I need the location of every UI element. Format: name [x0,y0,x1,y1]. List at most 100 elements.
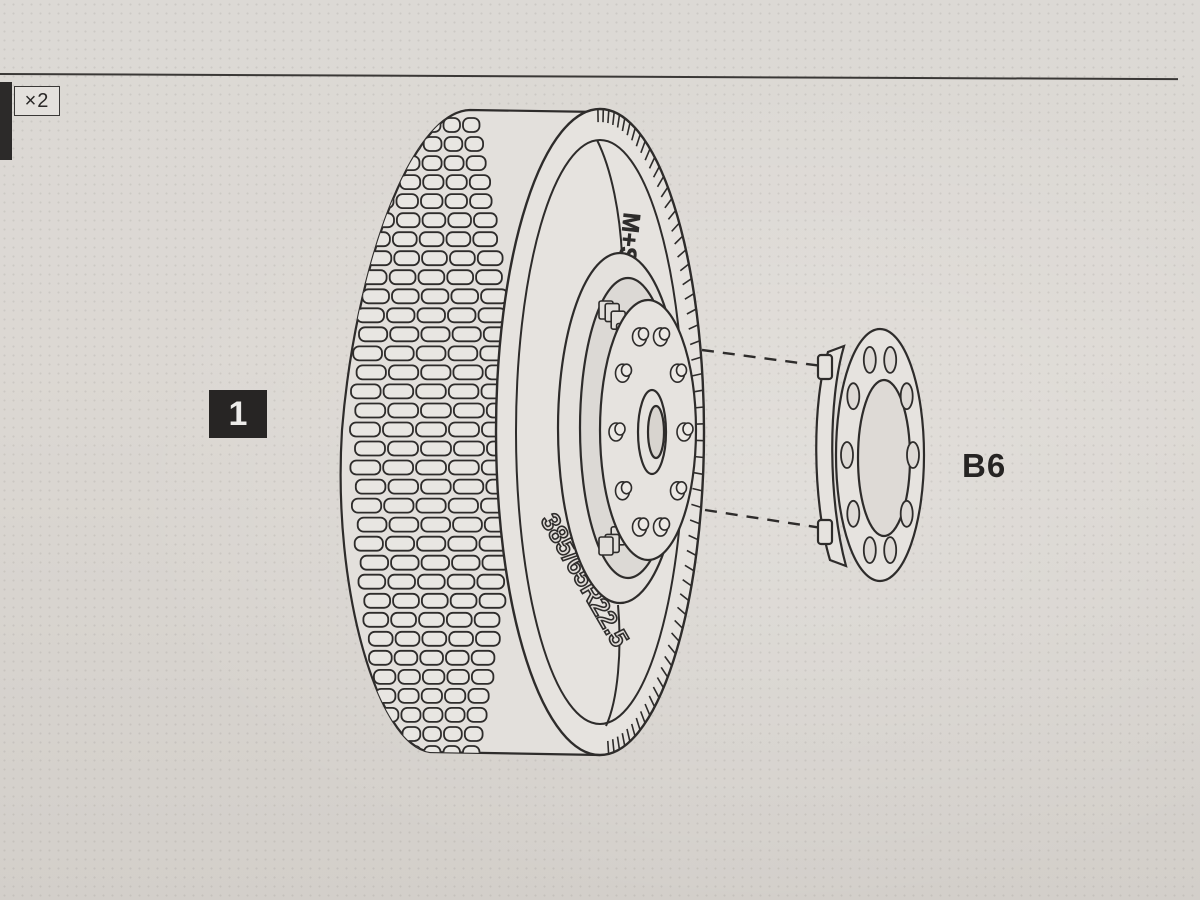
cap-hole [862,345,877,374]
tread-block [387,573,416,590]
tread-block [394,630,421,647]
sidewall-ridge [644,148,651,161]
sidewall-ridge [607,110,610,124]
tread-block [420,364,452,381]
tread-block [416,307,446,324]
sidewall-ridge [689,340,701,346]
sidewall-ridge [677,249,687,258]
tread-block [380,726,401,742]
sidewall-ridge [688,324,699,330]
tread-block [391,288,420,305]
sidewall-ridge [682,579,692,587]
tread-block [447,535,478,552]
tread-block [362,611,390,628]
lug-nut-cap [682,422,694,436]
sidewall-ridge [693,471,704,476]
tread-block [452,516,483,533]
sidewall-ridge [607,740,610,754]
tread-block [451,554,481,571]
tread-block [400,707,422,723]
tread-block [350,383,382,400]
tread-block [368,649,393,666]
tread-block [403,117,422,133]
sidewall-ridge [684,292,695,300]
sidewall-ridge [635,133,642,147]
cap-hole [899,499,914,528]
tread-block [452,402,485,419]
tread-block [444,688,467,704]
tread-block [367,630,394,647]
lug-nut-cap [620,363,633,378]
tread-block [447,383,480,400]
sidewall-ridge [660,186,669,198]
lug-nuts [608,327,694,537]
tread-block [363,592,391,609]
tread-block [445,231,472,248]
tread-block [384,117,403,133]
sidewall-ridge [676,606,687,616]
tread-block [451,326,482,343]
tread-block [421,212,447,229]
tread-block [354,478,387,495]
sidewall-ridge [674,235,684,245]
tread-block [447,345,479,362]
sidewall-ridge [648,695,656,708]
sidewall-ridges [597,109,705,754]
tread-block [349,421,381,438]
lug-nut-cap [675,363,688,378]
sidewall-ridge [626,728,631,742]
sidewall-ridge [689,519,700,525]
sidewall-ridge [630,723,636,737]
tread-block [393,649,419,666]
cap-hole [899,382,914,411]
tread-block [350,497,383,514]
tread-block [349,459,382,476]
tread-block [386,307,416,324]
sidewall-ridge [652,686,660,699]
sidewall-ridge [616,114,621,128]
tread-block [473,611,501,628]
tread-block [447,212,472,229]
tread-block [420,478,452,495]
sidewall-ridge [660,666,669,678]
sidewall-ridge [691,356,702,361]
hub-cap-holes [840,345,920,564]
tread-block [422,726,442,742]
sidewall-ridge [626,122,631,136]
tread-block [383,497,415,514]
tread-block [354,440,386,457]
sidewall-ridge [656,176,665,188]
tread-block [462,117,481,133]
tread-block [445,649,470,666]
tread-block [443,136,464,152]
tread-block [397,688,420,704]
tread-block [448,630,474,647]
tread-block [353,535,384,552]
tread-block [443,155,465,172]
tread-block [377,155,399,172]
step-number-badge: 1 [209,390,267,438]
tread-block [387,478,420,495]
tread-block [420,288,450,305]
sidewall-ridge [682,277,692,286]
lug-nut-cap [620,480,633,495]
cap-hole [862,536,877,564]
lug-nut-cap [637,327,650,341]
tread-block [449,250,476,267]
tread-block [419,649,444,666]
tread-block [416,535,447,552]
tread-block [375,174,398,191]
tread-block [473,212,498,229]
tread-block [420,402,452,419]
alignment-lines [701,348,823,530]
tread-block [357,573,387,590]
sidewall-ridge [621,733,626,746]
tread-block [355,364,387,381]
tread-block [422,707,444,723]
tread-block [446,669,470,685]
tread-block [420,326,451,343]
sidewall-ridge [612,111,615,125]
tread-block [387,364,420,381]
tread-block [382,383,415,400]
sidewall-ridge [692,487,703,492]
